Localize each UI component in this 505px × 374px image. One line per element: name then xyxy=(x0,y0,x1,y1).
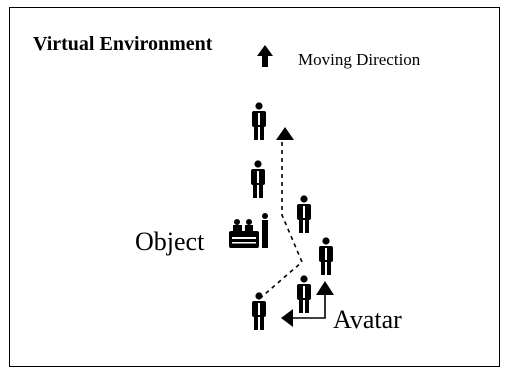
diagram-title: Virtual Environment xyxy=(33,33,213,55)
avatar-elbow-line xyxy=(292,295,326,319)
object-cluster-icon xyxy=(229,213,268,248)
person-icon-2 xyxy=(251,160,265,198)
direction-marker-left xyxy=(281,309,293,327)
legend-label: Moving Direction xyxy=(298,50,421,69)
object-label: Object xyxy=(135,227,205,256)
avatar-person-icon xyxy=(297,275,311,313)
direction-marker-avatar xyxy=(316,281,334,295)
up-arrow-icon xyxy=(257,45,273,67)
person-icon-6 xyxy=(252,292,266,330)
avatar-label: Avatar xyxy=(333,305,402,334)
person-icon-3 xyxy=(297,195,311,233)
movement-path xyxy=(257,142,303,301)
diagram-frame xyxy=(9,7,500,367)
direction-marker-top xyxy=(276,127,294,140)
person-icon-1 xyxy=(252,102,266,140)
person-icon-4 xyxy=(319,237,333,275)
